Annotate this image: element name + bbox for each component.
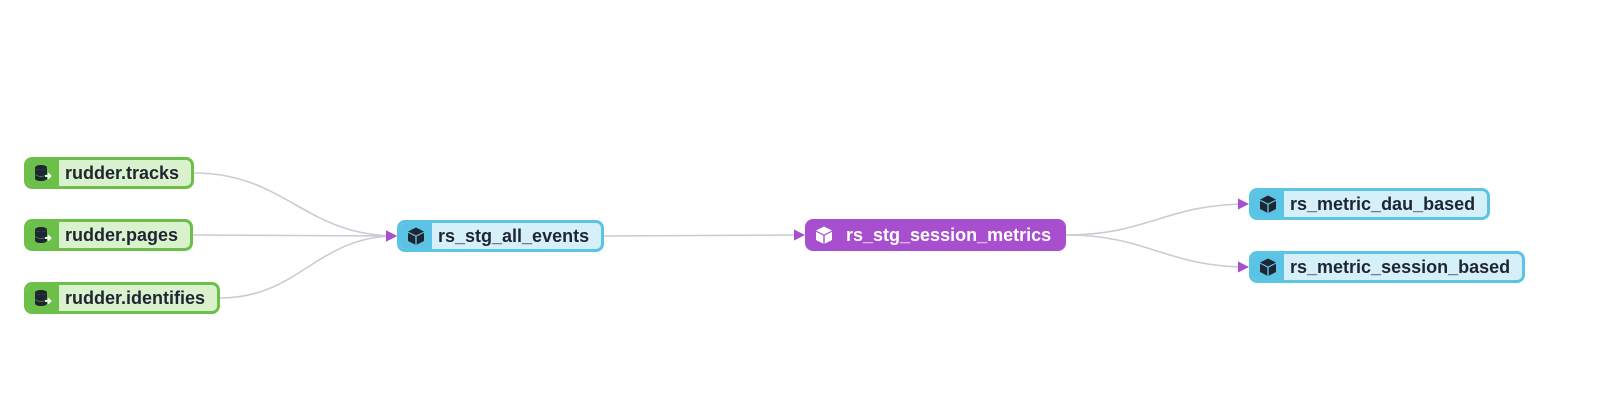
node-label: rs_metric_dau_based [1290, 194, 1476, 214]
node-label: rudder.pages [65, 225, 179, 245]
cube-icon [808, 222, 840, 248]
edge-rudder-identifies-to-rs-stg-all-events [220, 230, 398, 299]
node-rs-metric-dau-based[interactable]: rs_metric_dau_based [1249, 188, 1491, 220]
cube-icon [400, 223, 432, 249]
database-icon [27, 160, 59, 186]
node-rs-stg-all-events[interactable]: rs_stg_all_events [397, 220, 605, 252]
node-label: rs_stg_session_metrics [846, 225, 1052, 245]
edge-rudder-pages-to-rs-stg-all-events [193, 230, 398, 242]
database-icon [27, 285, 59, 311]
cube-icon [1252, 254, 1284, 280]
edge-rs-stg-all-events-to-rs-stg-session-metrics [604, 229, 806, 241]
edge-rudder-tracks-to-rs-stg-all-events [194, 172, 398, 242]
node-label: rs_metric_session_based [1290, 257, 1511, 277]
cube-icon [1252, 191, 1284, 217]
database-icon [27, 222, 59, 248]
node-label: rudder.identifies [65, 288, 206, 308]
node-rudder-identifies[interactable]: rudder.identifies [24, 282, 221, 314]
node-rudder-tracks[interactable]: rudder.tracks [24, 157, 195, 189]
edge-rs-stg-session-metrics-to-rs-metric-dau-based [1066, 198, 1250, 236]
node-label: rs_stg_all_events [438, 226, 590, 246]
node-rudder-pages[interactable]: rudder.pages [24, 219, 194, 251]
node-label: rudder.tracks [65, 163, 180, 183]
node-rs-stg-session-metrics[interactable]: rs_stg_session_metrics [805, 219, 1067, 251]
edge-rs-stg-session-metrics-to-rs-metric-session-based [1066, 234, 1250, 273]
node-rs-metric-session-based[interactable]: rs_metric_session_based [1249, 251, 1526, 283]
